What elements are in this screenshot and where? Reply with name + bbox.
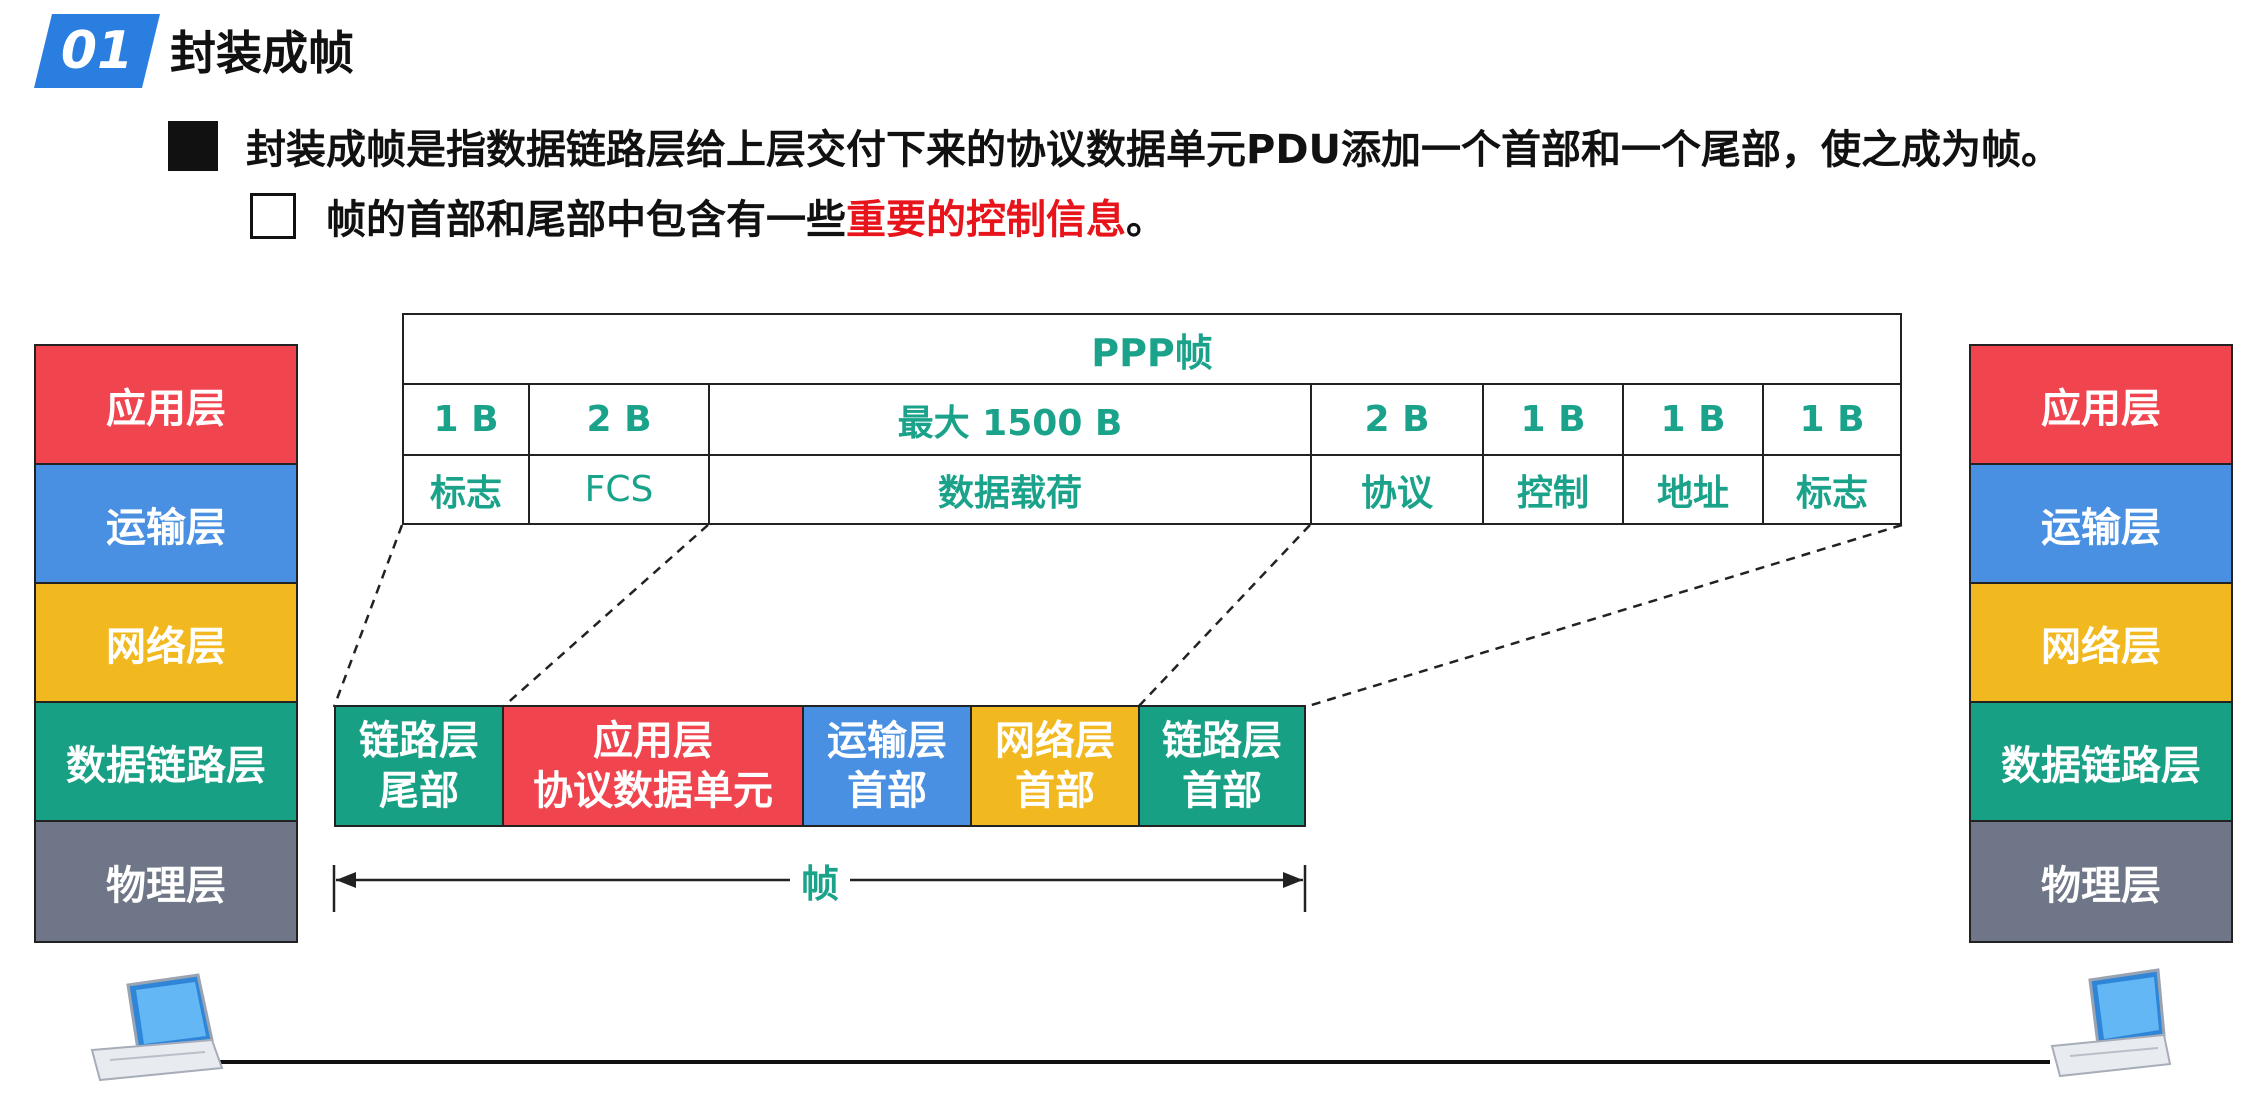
ppp-size-address: 1 B xyxy=(1624,385,1764,454)
frame-cell-network-header: 网络层 首部 xyxy=(970,705,1140,827)
frame-cell-link-header-line2: 首部 xyxy=(1182,768,1262,814)
ppp-field-flag-end: 标志 xyxy=(1795,472,1868,514)
ppp-field-payload: 数据载荷 xyxy=(710,456,1312,523)
frame-cell-application-pdu-line2: 协议数据单元 xyxy=(533,768,773,814)
ppp-field-control: 控制 xyxy=(1484,456,1624,523)
ppp-field-flag-start: 标志 xyxy=(404,456,530,523)
frame-cell-network-header-line2: 首部 xyxy=(1015,768,1095,814)
bullet-main: 封装成帧是指数据链路层给上层交付下来的协议数据单元PDU添加一个首部和一个尾部，… xyxy=(168,117,2061,175)
bullet-main-text: 封装成帧是指数据链路层给上层交付下来的协议数据单元PDU添加一个首部和一个尾部，… xyxy=(246,127,2061,173)
right-layer-application: 应用层 xyxy=(1971,346,2231,465)
ppp-field-protocol: 协议 xyxy=(1312,456,1484,523)
frame-cell-transport-header-line1: 运输层 xyxy=(827,718,947,764)
frame-cell-link-trailer-line2: 尾部 xyxy=(379,768,459,814)
frame-cell-application-pdu: 应用层 协议数据单元 xyxy=(502,705,804,827)
badge-parallelogram-icon xyxy=(34,14,160,88)
ppp-field-address: 地址 xyxy=(1624,456,1764,523)
bullet-sub-text: 帧的首部和尾部中包含有一些 xyxy=(326,197,846,243)
frame-cell-application-pdu-line1: 应用层 xyxy=(593,718,713,764)
filled-square-bullet-icon xyxy=(168,121,218,171)
ppp-frame-table: PPP帧 1 B 2 B 最大 1500 B 2 B 1 B 1 B 1 B 标… xyxy=(402,313,1902,525)
empty-square-bullet-icon xyxy=(250,193,296,239)
frame-span-label: 帧 xyxy=(790,855,850,906)
ppp-size-fcs: 2 B xyxy=(530,385,710,454)
ppp-row-divider xyxy=(404,454,1900,456)
right-laptop-icon xyxy=(2050,968,2172,1078)
right-layer-transport: 运输层 xyxy=(1971,465,2231,584)
left-laptop-icon xyxy=(90,973,224,1082)
left-layer-stack: 应用层 运输层 网络层 数据链路层 物理层 xyxy=(34,344,298,943)
ppp-size-payload: 最大 1500 B xyxy=(710,385,1312,454)
bullet-sub-highlight: 重要的控制信息 xyxy=(846,197,1126,243)
ppp-size-flag-end: 1 B xyxy=(1799,399,1865,440)
left-layer-network: 网络层 xyxy=(36,584,296,703)
frame-cell-transport-header-line2: 首部 xyxy=(847,768,927,814)
frame-cell-link-trailer: 链路层 尾部 xyxy=(334,705,504,827)
bullet-sub: 帧的首部和尾部中包含有一些重要的控制信息。 xyxy=(250,187,1166,245)
right-layer-network: 网络层 xyxy=(1971,584,2231,703)
ppp-field-fcs: FCS xyxy=(530,456,710,523)
frame-cell-link-header: 链路层 首部 xyxy=(1138,705,1306,827)
section-number: 01 xyxy=(60,21,134,81)
frame-cell-transport-header: 运输层 首部 xyxy=(802,705,972,827)
ppp-size-protocol: 2 B xyxy=(1312,385,1484,454)
left-layer-physical: 物理层 xyxy=(36,822,296,941)
connector-lines xyxy=(332,523,1903,709)
left-layer-application: 应用层 xyxy=(36,346,296,465)
right-layer-physical: 物理层 xyxy=(1971,822,2231,941)
ppp-size-flag-start: 1 B xyxy=(404,385,530,454)
section-badge: 01 xyxy=(34,14,160,88)
frame-cell-link-header-line1: 链路层 xyxy=(1162,718,1282,764)
right-layer-stack: 应用层 运输层 网络层 数据链路层 物理层 xyxy=(1969,344,2233,943)
frame-cell-network-header-line1: 网络层 xyxy=(995,718,1115,764)
left-layer-transport: 运输层 xyxy=(36,465,296,584)
left-layer-datalink: 数据链路层 xyxy=(36,703,296,822)
right-layer-datalink: 数据链路层 xyxy=(1971,703,2231,822)
ppp-size-control: 1 B xyxy=(1484,385,1624,454)
page-title: 封装成帧 xyxy=(170,26,354,80)
frame-cell-link-trailer-line1: 链路层 xyxy=(359,718,479,764)
ppp-frame-title: PPP帧 xyxy=(404,315,1900,385)
bullet-sub-suffix: 。 xyxy=(1126,197,1166,243)
